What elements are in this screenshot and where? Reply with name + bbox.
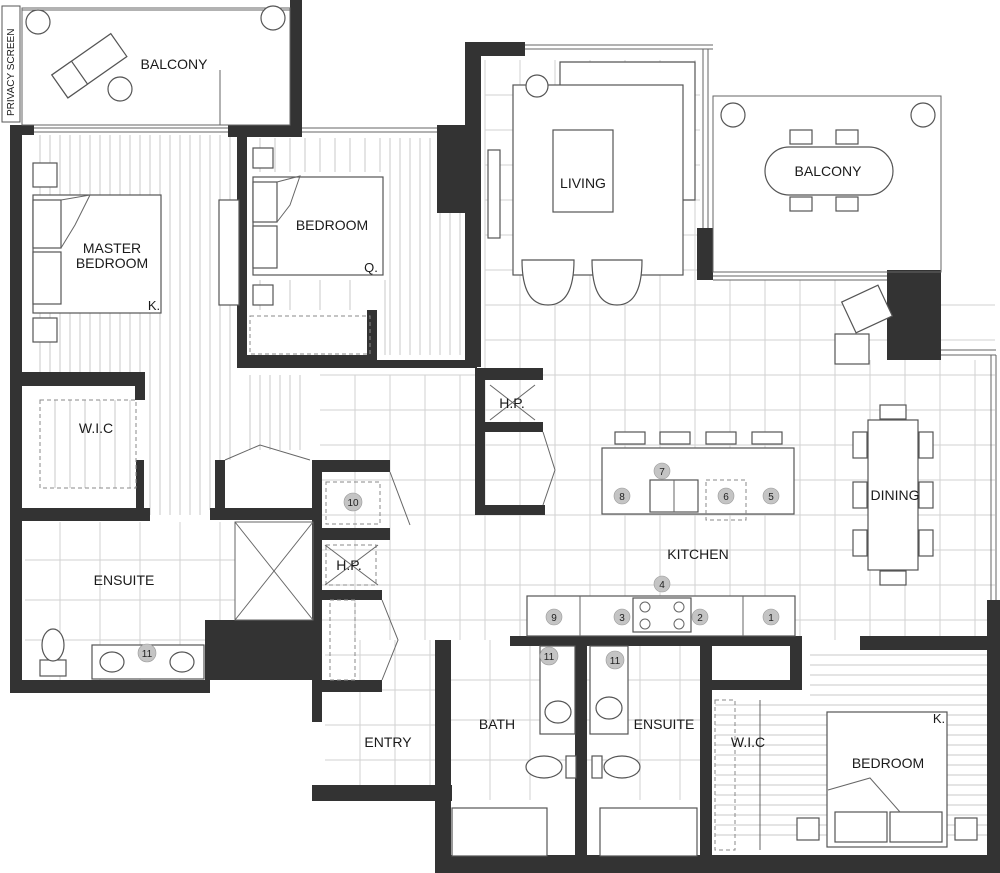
fixture-number-11: 11 (610, 656, 621, 667)
ensuite-right-label: ENSUITE (634, 716, 695, 732)
plant-icon (25, 9, 51, 35)
nightstand (252, 284, 274, 306)
master-bed-size: K. (148, 298, 160, 313)
master-bed (32, 194, 162, 314)
walls (10, 0, 1000, 873)
tv-console (487, 149, 501, 239)
plant-icon (720, 102, 746, 128)
nightstand (32, 317, 58, 343)
side-table (107, 76, 133, 102)
fixture-badge-11-ensuite-left (137, 643, 157, 663)
living-label: LIVING (560, 175, 606, 191)
fixture-badge-4 (653, 575, 671, 593)
privacy-screen-label: PRIVACY SCREEN (6, 29, 17, 116)
shower-right (599, 807, 698, 857)
coffee-table (552, 129, 614, 213)
fixture-number-4: 4 (659, 580, 665, 591)
closet (249, 315, 371, 355)
kitchen-island (601, 431, 795, 521)
entry-label: ENTRY (364, 734, 412, 750)
fixture-badge-3 (613, 608, 631, 626)
fixture-badges: 1 2 3 4 5 6 7 8 9 10 11 11 11 (137, 462, 780, 670)
fixture-badge-11-ensuite-right (605, 650, 625, 670)
nightstand (796, 817, 820, 841)
lounge-chair (840, 284, 894, 334)
armchair (521, 259, 575, 306)
hp-lower-label: H.P. (336, 557, 361, 573)
bath-label: BATH (479, 716, 515, 732)
balcony-right (712, 95, 942, 273)
plant-icon (260, 5, 286, 31)
fixture-badge-7 (653, 462, 671, 480)
washer-dryer (325, 481, 381, 525)
closet (329, 599, 356, 681)
door-swing (224, 444, 311, 461)
kitchen-counter (526, 595, 796, 637)
toilet (591, 755, 641, 779)
ensuite-left-label: ENSUITE (94, 572, 155, 588)
fixture-number-1: 1 (768, 613, 774, 624)
bathtub (451, 807, 548, 857)
balcony-table (764, 146, 894, 196)
ottoman (834, 333, 870, 365)
fixture-number-2: 2 (697, 613, 703, 624)
door-swing (381, 599, 399, 681)
hp-upper-label: H.P. (499, 395, 524, 411)
wic-right-label: W.I.C (731, 734, 765, 750)
door-swing (389, 471, 411, 526)
balcony-left (1, 5, 291, 126)
fixture-number-8: 8 (619, 492, 625, 503)
fixture-badge-11-bath (539, 646, 559, 666)
master-bedroom-label-line1: MASTER (83, 240, 141, 256)
fixture-badge-6 (717, 487, 735, 505)
bedroom-bottom-bed-size: K. (933, 711, 945, 726)
wic-shelving (39, 399, 137, 489)
nightstand (954, 817, 978, 841)
fixture-badge-10 (343, 492, 363, 512)
door-swing (542, 431, 556, 506)
fixture-badge-9 (545, 608, 563, 626)
fixture-number-5: 5 (768, 492, 774, 503)
lamp-icon (525, 74, 549, 98)
balcony-right-label: BALCONY (795, 163, 863, 179)
wic-left-label: W.I.C (79, 420, 113, 436)
dining-set (852, 404, 934, 586)
fixture-number-6: 6 (723, 492, 729, 503)
bedroom-top-label: BEDROOM (296, 217, 368, 233)
bedroom-bottom-label: BEDROOM (852, 755, 924, 771)
bedroom-top-bed-size: Q. (364, 260, 378, 275)
fixture-badge-8 (613, 487, 631, 505)
bedroom-bottom-bed (826, 711, 948, 848)
plant-icon (910, 102, 936, 128)
fixture-number-7: 7 (659, 467, 665, 478)
fixture-badge-5 (762, 487, 780, 505)
wood-floor-bedroom-top (259, 138, 461, 355)
toilet (39, 628, 67, 677)
windows (10, 9, 997, 600)
dresser (218, 199, 240, 306)
kitchen-label: KITCHEN (667, 546, 728, 562)
fixture-number-11: 11 (142, 649, 153, 660)
fixture-number-9: 9 (551, 613, 557, 624)
lounge-chair (50, 32, 128, 99)
dining-label: DINING (871, 487, 920, 503)
fixture-number-3: 3 (619, 613, 625, 624)
hp-closet (325, 544, 377, 586)
fixture-badge-2 (691, 608, 709, 626)
toilet (525, 755, 577, 779)
bedroom-top-bed (252, 175, 384, 276)
armchair (591, 259, 643, 306)
nightstand (32, 162, 58, 188)
master-bedroom-label-line2: BEDROOM (76, 255, 148, 271)
shower (234, 521, 314, 621)
balcony-left-label: BALCONY (141, 56, 209, 72)
room-labels: PRIVACY SCREEN BALCONY MASTER BEDROOM K.… (6, 29, 945, 771)
fixture-number-11: 11 (544, 652, 555, 663)
nightstand (252, 147, 274, 169)
fixture-badge-1 (762, 608, 780, 626)
fixture-number-10: 10 (347, 498, 359, 509)
